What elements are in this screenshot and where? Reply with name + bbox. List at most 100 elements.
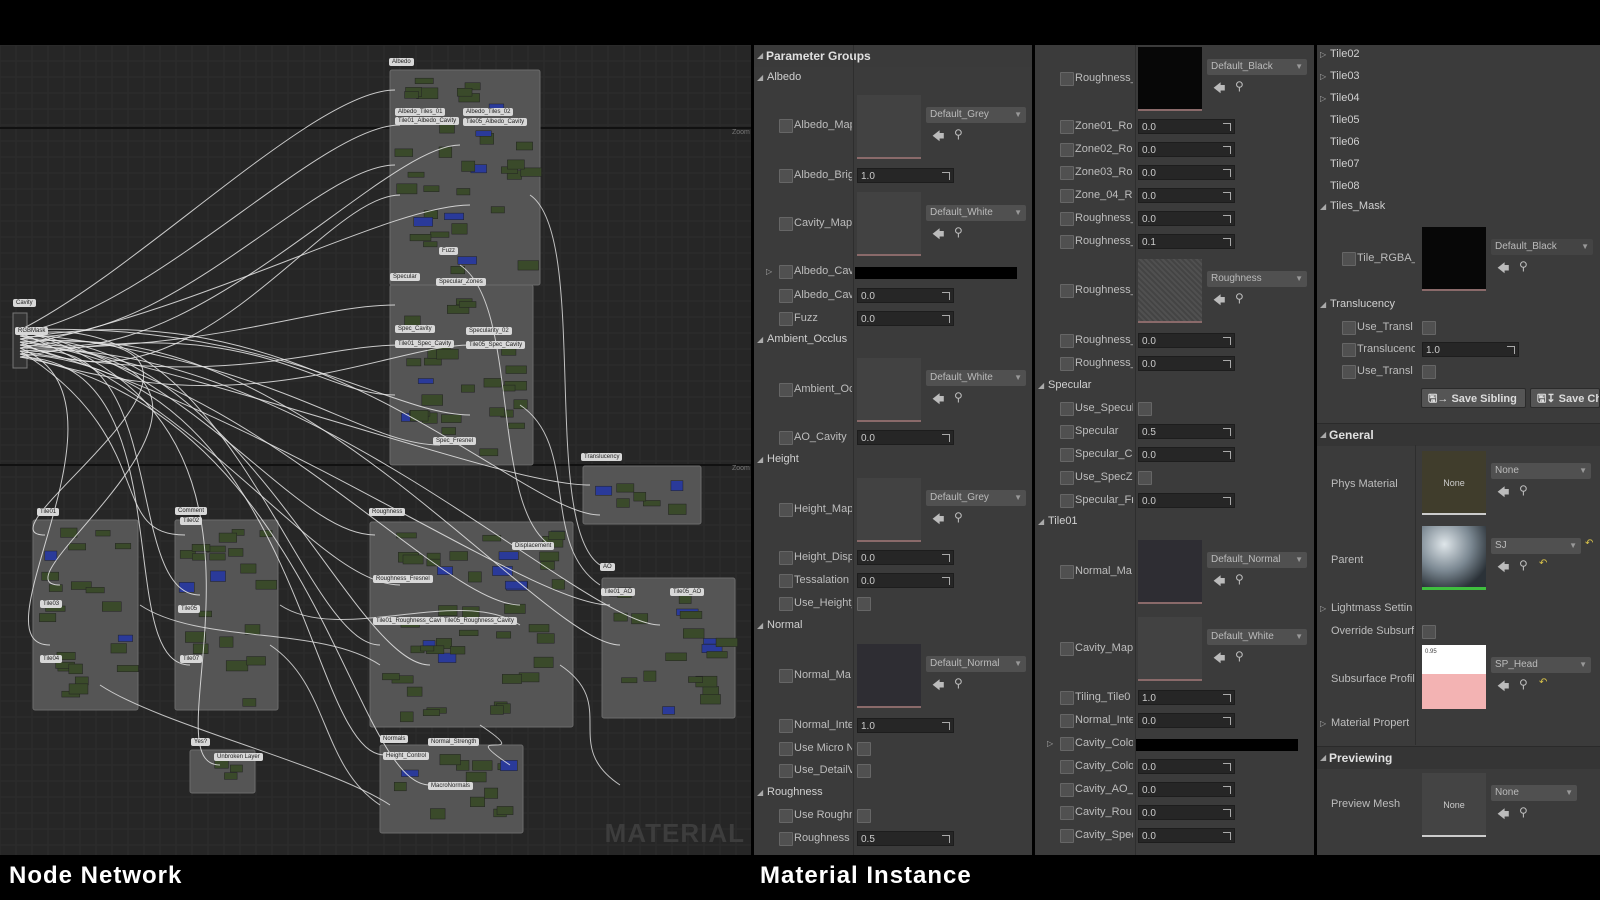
graph-node[interactable] xyxy=(219,636,234,648)
tessalation-input[interactable]: 0.0 xyxy=(857,573,954,588)
graph-node[interactable] xyxy=(68,663,83,675)
group-specular[interactable]: Specular xyxy=(1048,379,1092,391)
save-child-button[interactable]: 🖫↧ Save Ch xyxy=(1530,388,1600,408)
graph-node[interactable] xyxy=(430,231,450,238)
use-specular-value-checkbox[interactable] xyxy=(1138,402,1152,416)
graph-node[interactable] xyxy=(406,358,422,367)
graph-node[interactable] xyxy=(643,500,661,507)
use-height-checkbox[interactable] xyxy=(779,597,793,611)
node-label[interactable]: Albedo_Tiles_02 xyxy=(463,108,514,116)
node-label[interactable]: Normal_Strength xyxy=(428,738,480,746)
normal-intensity-input[interactable]: 1.0 xyxy=(857,718,954,733)
graph-node[interactable] xyxy=(404,91,419,99)
graph-node[interactable] xyxy=(240,563,257,574)
group-tile06[interactable]: Tile06 xyxy=(1330,136,1360,148)
graph-node[interactable] xyxy=(688,676,703,683)
graph-node[interactable] xyxy=(679,611,703,619)
browse-search-icon[interactable]: ⚲ xyxy=(1519,677,1528,691)
use-height-value-checkbox[interactable] xyxy=(857,597,871,611)
albedo-brightness-checkbox[interactable] xyxy=(779,169,793,183)
graph-node[interactable] xyxy=(490,206,505,214)
graph-node[interactable] xyxy=(539,551,560,562)
graph-node[interactable] xyxy=(517,260,539,271)
use-selected-arrow-icon[interactable]: 🡄 xyxy=(1497,261,1510,275)
graph-node[interactable] xyxy=(613,612,628,622)
browse-search-icon[interactable]: ⚲ xyxy=(1235,79,1244,93)
node-label[interactable]: Normals xyxy=(380,735,409,743)
graph-node[interactable] xyxy=(505,365,527,374)
node-label[interactable]: Tile01_Albedo_Cavity xyxy=(395,117,460,125)
graph-node[interactable] xyxy=(457,256,477,265)
roughness-texture-thumbnail[interactable] xyxy=(1138,259,1202,323)
zone03-roughness-input[interactable]: 0.0 xyxy=(1138,165,1235,180)
group-albedo[interactable]: Albedo xyxy=(767,71,802,83)
roughness-6-checkbox[interactable] xyxy=(1060,357,1074,371)
group-height[interactable]: Height xyxy=(767,453,799,465)
graph-node[interactable] xyxy=(472,760,493,771)
node-label[interactable]: Fuzz xyxy=(439,247,459,255)
graph-node[interactable] xyxy=(475,130,492,137)
graph-node[interactable] xyxy=(409,234,432,242)
graph-node[interactable] xyxy=(482,534,502,542)
cavity-color-2-input[interactable]: 0.0 xyxy=(1138,759,1235,774)
use-translucency-value-checkbox[interactable] xyxy=(1422,321,1436,335)
node-label[interactable]: Tile02 xyxy=(180,517,203,525)
node-label[interactable]: Tile07 xyxy=(180,655,203,663)
node-label[interactable]: Height_Control xyxy=(383,752,430,760)
node-label[interactable]: Tile01_AO xyxy=(601,588,636,596)
normal-group-arrow-icon[interactable]: ◢ xyxy=(757,621,764,630)
roughness-6-input[interactable]: 0.0 xyxy=(1138,356,1235,371)
graph-node[interactable] xyxy=(423,185,440,192)
group-translucency[interactable]: Translucency xyxy=(1330,298,1396,310)
node-label[interactable]: Translucency xyxy=(581,453,623,461)
graph-node[interactable] xyxy=(489,407,505,417)
graph-node[interactable] xyxy=(185,631,207,643)
roughness-map-dropdown[interactable]: Default_Black▼ xyxy=(1207,59,1307,75)
height-map-thumbnail[interactable] xyxy=(857,478,921,542)
graph-node[interactable] xyxy=(456,188,471,196)
use-selected-arrow-icon[interactable]: 🡄 xyxy=(1213,651,1226,665)
albedo-map-thumbnail[interactable] xyxy=(857,95,921,159)
graph-node[interactable] xyxy=(479,448,499,457)
graph-node[interactable] xyxy=(631,613,649,625)
graph-node[interactable] xyxy=(516,141,533,151)
use-spec-zones-value-checkbox[interactable] xyxy=(1138,471,1152,485)
albedo-brightness-input[interactable]: 1.0 xyxy=(857,168,954,183)
height-group-arrow-icon[interactable]: ◢ xyxy=(757,455,764,464)
graph-node[interactable] xyxy=(447,304,470,314)
height-map-dropdown[interactable]: Default_Grey▼ xyxy=(926,490,1026,506)
graph-node[interactable] xyxy=(115,543,132,550)
graph-node[interactable] xyxy=(85,587,105,594)
node-label[interactable]: Roughness xyxy=(369,508,406,516)
preview-mesh-thumbnail[interactable]: None xyxy=(1422,773,1486,837)
normal-intensity-checkbox[interactable] xyxy=(779,719,793,733)
graph-node[interactable] xyxy=(502,674,522,684)
graph-node[interactable] xyxy=(540,561,555,570)
graph-node[interactable] xyxy=(436,348,459,360)
albedo-cavity-color-swatch[interactable] xyxy=(855,267,1017,279)
node-label[interactable]: Roughness_Fresnel xyxy=(373,575,433,583)
graph-node[interactable] xyxy=(706,651,728,659)
graph-node[interactable] xyxy=(616,498,630,508)
graph-node[interactable] xyxy=(513,399,528,410)
graph-node[interactable] xyxy=(41,571,59,581)
group-tile04[interactable]: Tile04 xyxy=(1330,92,1360,104)
tiling-tile01-checkbox[interactable] xyxy=(1060,691,1074,705)
specular-group-arrow-icon[interactable]: ◢ xyxy=(1038,381,1045,390)
browse-search-icon[interactable]: ⚲ xyxy=(1235,291,1244,305)
use-detail-value-checkbox[interactable] xyxy=(857,764,871,778)
graph-node[interactable] xyxy=(551,579,565,590)
group-tile03[interactable]: Tile03 xyxy=(1330,70,1360,82)
phys-material-thumbnail[interactable]: None xyxy=(1422,451,1486,515)
graph-node[interactable] xyxy=(668,503,687,515)
graph-node[interactable] xyxy=(60,527,78,538)
specular-fresnel-checkbox[interactable] xyxy=(1060,494,1074,508)
graph-node[interactable] xyxy=(500,760,518,771)
collapse-arrow-icon[interactable]: ◢ xyxy=(757,51,764,60)
node-label[interactable]: Albedo xyxy=(389,58,414,66)
graph-node[interactable] xyxy=(228,548,244,557)
graph-node[interactable] xyxy=(225,660,249,672)
cavity-map-checkbox[interactable] xyxy=(779,217,793,231)
cavity-specular-checkbox[interactable] xyxy=(1060,829,1074,843)
cavity-specular-input[interactable]: 0.0 xyxy=(1138,828,1235,843)
